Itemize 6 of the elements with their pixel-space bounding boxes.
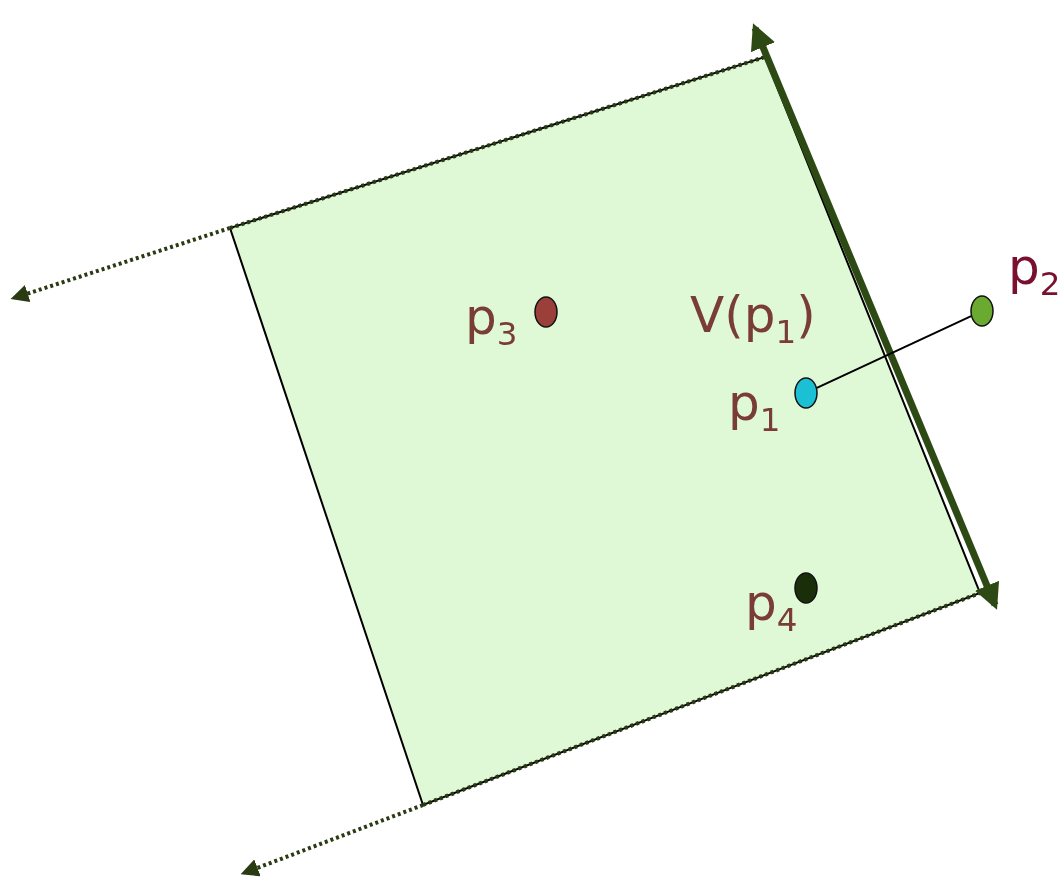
connector-line [815, 315, 973, 389]
point-label: p$_{1}$ [728, 378, 781, 437]
point-label: p$_{4}$ [745, 578, 798, 637]
cell-label: V(p$_{1}$) [690, 290, 816, 349]
point-label: p$_{2}$ [1008, 242, 1061, 301]
point-label: p$_{3}$ [465, 292, 518, 351]
